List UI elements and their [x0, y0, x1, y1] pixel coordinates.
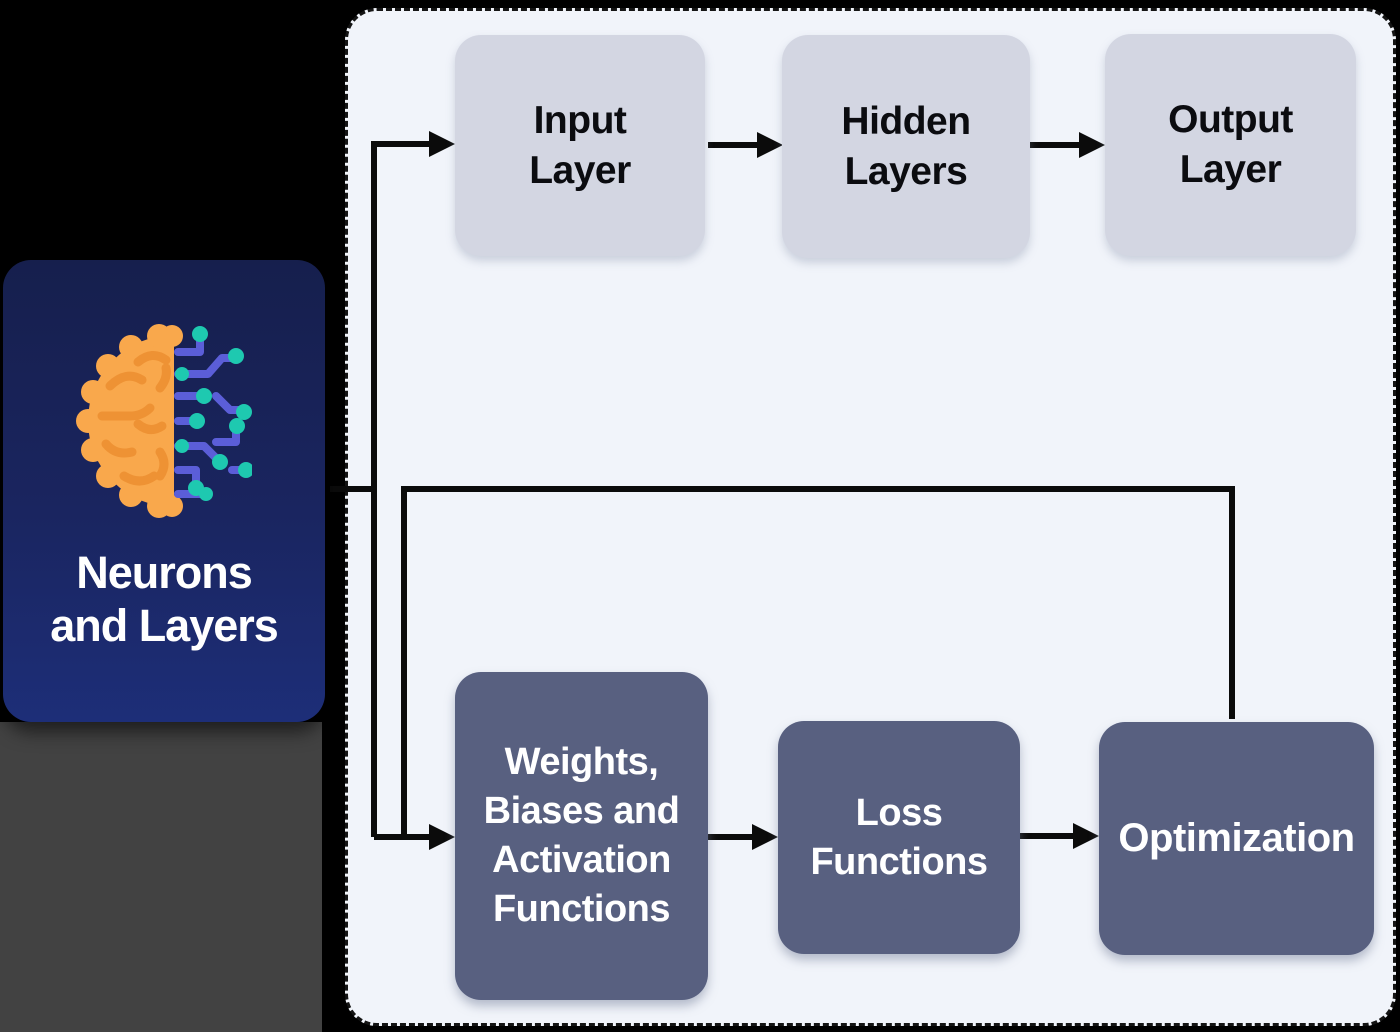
node-input-layer-label: Input Layer — [529, 98, 631, 192]
card-title: Neurons and Layers — [50, 547, 279, 651]
node-optimization-label: Optimization — [1118, 816, 1355, 860]
node-loss-functions-label: Loss Functions — [810, 791, 988, 883]
node-hidden-layers: Hidden Layers — [782, 35, 1030, 258]
node-input-layer: Input Layer — [455, 35, 705, 256]
node-optimization: Optimization — [1099, 722, 1374, 955]
node-weights-biases-activation-label: Weights, Biases and Activation Functions — [483, 741, 680, 930]
node-weights-biases-activation: Weights, Biases and Activation Functions — [455, 672, 708, 1000]
brain-circuit-icon — [76, 324, 252, 518]
node-loss-functions: Loss Functions — [778, 721, 1020, 954]
node-output-layer-label: Output Layer — [1168, 98, 1293, 191]
node-hidden-layers-label: Hidden Layers — [841, 99, 971, 193]
background-gray-section — [0, 722, 322, 1032]
topic-card-neurons-and-layers: Neurons and Layers — [3, 260, 325, 722]
node-output-layer: Output Layer — [1105, 34, 1356, 256]
